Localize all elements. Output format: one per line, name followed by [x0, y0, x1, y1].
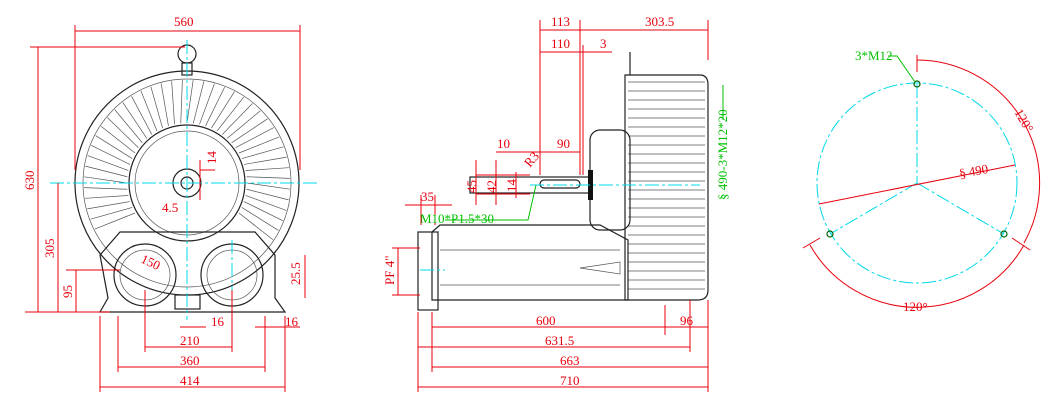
cooling-fin [222, 103, 253, 135]
cooling-fin [246, 182, 290, 190]
thread-leader [445, 184, 537, 221]
side-dimensions [392, 20, 709, 392]
cooling-fin [90, 145, 131, 165]
dim-631-5: 631.5 [545, 333, 574, 348]
cooling-fin [245, 167, 289, 171]
dim-210: 210 [180, 333, 200, 348]
cooling-fin [241, 207, 279, 231]
bolt-circle-diameter: § 490 [958, 161, 989, 181]
cooling-fin [199, 83, 215, 125]
front-centerlines [50, 40, 320, 320]
cooling-fin [216, 96, 245, 132]
cooling-fin [231, 118, 268, 144]
cooling-fin [243, 201, 284, 221]
cooling-fin [244, 156, 287, 165]
dim-303-5: 303.5 [645, 14, 674, 29]
cooling-fin [100, 125, 136, 154]
dim-35: 35 [421, 189, 434, 204]
cooling-fin [122, 102, 148, 139]
side-centerlines [420, 184, 700, 271]
dim-96: 96 [680, 313, 694, 328]
cooling-fin [192, 81, 205, 124]
dim-630: 630 [22, 171, 37, 191]
dim-25-5: 25.5 [288, 262, 303, 285]
cooling-fin [186, 80, 194, 124]
cooling-fin [90, 207, 133, 220]
dim-14: 14 [204, 151, 219, 165]
cooling-fin [107, 117, 139, 148]
dim-16-b: 16 [285, 314, 299, 329]
dim-42: 42 [484, 180, 499, 193]
dim-14-key: 14 [504, 179, 519, 193]
cooling-fin [180, 80, 183, 124]
dim-150: 150 [139, 251, 163, 273]
cooling-fin [84, 187, 128, 190]
dim-45: 45 [464, 180, 479, 193]
flange-note: § 490-3*M12*20 [715, 109, 730, 200]
bolt-hole [1000, 230, 1008, 238]
port-note: PF 4" [382, 255, 397, 285]
side-outline [417, 52, 709, 311]
cooling-fin [211, 91, 235, 129]
cooling-fin [87, 201, 130, 210]
dim-560: 560 [174, 14, 194, 29]
dim-305: 305 [42, 239, 57, 259]
cooling-fin [245, 195, 287, 211]
cooling-fin [114, 109, 143, 144]
cooling-fin [205, 86, 225, 127]
cooling-fin [235, 127, 274, 149]
cooling-fin [84, 176, 128, 184]
cooling-fin [94, 212, 136, 230]
cooling-fin [150, 86, 163, 129]
cooling-fin [246, 188, 289, 201]
cooling-fin [87, 155, 129, 171]
angle-120-right: 120° [1011, 106, 1036, 135]
cooling-fin [226, 110, 261, 139]
dim-600: 600 [536, 313, 556, 328]
cooling-fin [140, 90, 158, 132]
thread-note: M10*P1.5*30 [420, 211, 494, 226]
bolt-circle-view: 3*M12 120° 120° § 490 [802, 48, 1041, 314]
cooling-fin [171, 81, 175, 125]
cooling-fin [95, 135, 133, 159]
dim-663: 663 [560, 353, 580, 368]
dim-95: 95 [60, 285, 75, 298]
dim-113: 113 [551, 14, 570, 29]
dim-110: 110 [551, 36, 570, 51]
dim-10: 10 [497, 136, 510, 151]
angle-120-bottom: 120° [903, 299, 928, 314]
bolt-hole [913, 80, 921, 88]
dim-90: 90 [557, 136, 570, 151]
bolt-hole [826, 230, 834, 238]
dim-360: 360 [180, 353, 200, 368]
cooling-fin [246, 176, 290, 179]
dim-r3: R3 [521, 149, 542, 170]
cooling-fin [160, 83, 169, 126]
cooling-fin [241, 146, 284, 159]
side-view: 113 303.5 110 3 10 90 R3 45 42 14 35 M10… [382, 14, 730, 392]
front-view: 560 630 305 95 14 4.5 150 25.5 16 16 210… [22, 14, 320, 392]
dim-710: 710 [560, 373, 580, 388]
dim-4-5: 4.5 [162, 200, 178, 215]
dim-16-a: 16 [211, 314, 225, 329]
front-dimensions [25, 25, 306, 392]
cooling-fin [131, 96, 153, 135]
dim-414: 414 [180, 373, 200, 388]
cooling-fin [85, 195, 129, 199]
dim-3: 3 [600, 36, 607, 51]
cooling-fin [238, 136, 280, 154]
holes-note: 3*M12 [855, 48, 893, 63]
cooling-fin [238, 212, 274, 241]
cooling-fin [85, 165, 128, 178]
